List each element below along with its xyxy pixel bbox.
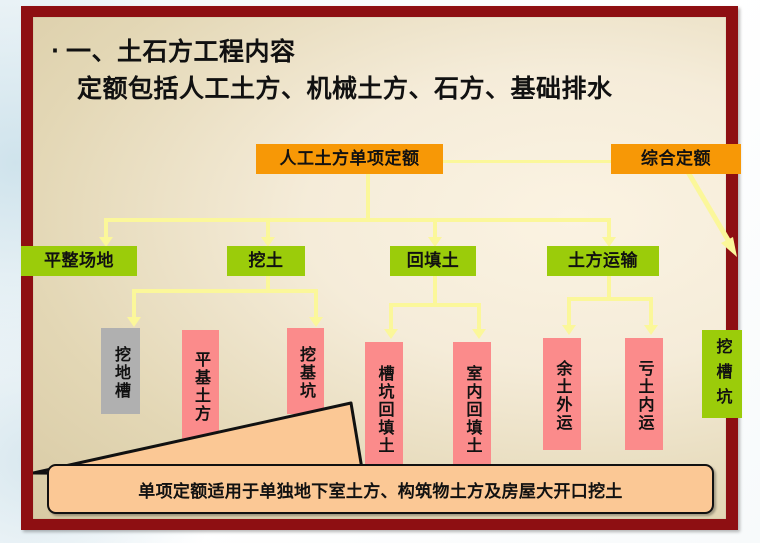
connector-transport-drop-right xyxy=(649,297,653,327)
slide-content-area: · 一、土石方工程内容 定额包括人工土方、机械土方、石方、基础排水 xyxy=(21,17,742,519)
node-trench-backfill[interactable]: 槽坑回填土 xyxy=(365,342,403,474)
connector-root-to-aside xyxy=(427,160,612,163)
node-dig-trench[interactable]: 挖地槽 xyxy=(101,328,140,414)
callout-box: 单项定额适用于单独地下室土方、构筑物土方及房屋大开口挖土 xyxy=(47,464,714,514)
connector-excav-stem xyxy=(266,260,270,292)
connector-transport-stem xyxy=(607,260,611,300)
connector-root-stem xyxy=(366,174,370,221)
connector-excav-drop-right xyxy=(314,289,318,319)
arrow-to-level1-2 xyxy=(261,237,275,247)
connector-drop-4 xyxy=(607,218,611,239)
arrow-to-level1-1 xyxy=(99,237,113,247)
bullet-icon: · xyxy=(51,39,59,63)
connector-transport-bus xyxy=(567,297,653,301)
node-level1-excavation-label: 挖土 xyxy=(248,250,284,271)
node-deficit-haul-label: 亏土内运 xyxy=(635,359,655,432)
node-level1-backfill[interactable]: 回填土 xyxy=(390,246,476,276)
node-aside-child-label: 挖槽坑 xyxy=(713,338,733,413)
arrow-to-digging-pit xyxy=(309,317,323,327)
connector-aside-diagonal xyxy=(682,165,737,257)
node-indoor-backfill-label: 室内回填土 xyxy=(463,364,483,455)
node-indoor-backfill[interactable]: 室内回填土 xyxy=(453,342,491,474)
node-dig-pit-label: 挖基坑 xyxy=(296,345,316,400)
node-level1-backfill-label: 回填土 xyxy=(406,250,460,271)
node-level1-site-leveling[interactable]: 平整场地 xyxy=(21,246,137,276)
connector-excav-bus xyxy=(132,289,318,293)
connector-drop-3 xyxy=(433,218,437,239)
node-level1-site-leveling-label: 平整场地 xyxy=(44,250,114,271)
arrow-to-trench-backfill xyxy=(384,329,398,339)
node-deficit-haul[interactable]: 亏土内运 xyxy=(625,338,663,450)
connector-backfill-stem xyxy=(433,260,437,306)
page-title: · 一、土石方工程内容 定额包括人工土方、机械土方、石方、基础排水 xyxy=(51,35,711,105)
node-trench-backfill-label: 槽坑回填土 xyxy=(375,364,395,455)
arrow-to-digging-trench xyxy=(127,317,141,327)
connector-transport-drop-left xyxy=(567,297,571,327)
node-surplus-haul[interactable]: 余土外运 xyxy=(543,338,581,450)
connector-drop-2 xyxy=(266,218,270,239)
connector-drop-1 xyxy=(104,218,108,239)
connector-backfill-bus xyxy=(389,303,481,307)
arrow-to-deficit-haul xyxy=(644,325,658,335)
node-root[interactable]: 人工土方单项定额 xyxy=(256,144,443,174)
node-aside-root-label: 综合定额 xyxy=(641,148,711,169)
arrow-to-surplus-haul xyxy=(562,325,576,335)
node-level1-transport[interactable]: 土方运输 xyxy=(547,246,659,276)
heading-line-1: 一、土石方工程内容 xyxy=(65,37,296,66)
arrow-to-level1-3 xyxy=(428,237,442,247)
node-level1-transport-label: 土方运输 xyxy=(568,250,638,271)
node-root-label: 人工土方单项定额 xyxy=(279,148,420,169)
node-aside-child[interactable]: 挖槽坑 xyxy=(702,330,742,418)
node-surplus-haul-label: 余土外运 xyxy=(553,359,573,432)
node-level1-excavation[interactable]: 挖土 xyxy=(227,246,305,276)
callout-text: 单项定额适用于单独地下室土方、构筑物土方及房屋大开口挖土 xyxy=(138,481,623,502)
node-level-earthwork[interactable]: 平基土方 xyxy=(182,330,219,440)
node-dig-trench-label: 挖地槽 xyxy=(111,345,131,400)
heading-line-2: 定额包括人工土方、机械土方、石方、基础排水 xyxy=(77,74,613,103)
node-level-earthwork-label: 平基土方 xyxy=(191,350,211,423)
node-dig-pit[interactable]: 挖基坑 xyxy=(287,328,324,414)
arrow-to-indoor-backfill xyxy=(472,329,486,339)
connector-excav-drop-left xyxy=(132,289,136,319)
node-aside-root[interactable]: 综合定额 xyxy=(611,144,741,174)
slide-frame: · 一、土石方工程内容 定额包括人工土方、机械土方、石方、基础排水 xyxy=(21,6,742,530)
connector-backfill-drop-right xyxy=(477,303,481,331)
connector-root-bus xyxy=(104,218,610,222)
arrow-to-level1-4 xyxy=(602,237,616,247)
connector-backfill-drop-left xyxy=(389,303,393,331)
